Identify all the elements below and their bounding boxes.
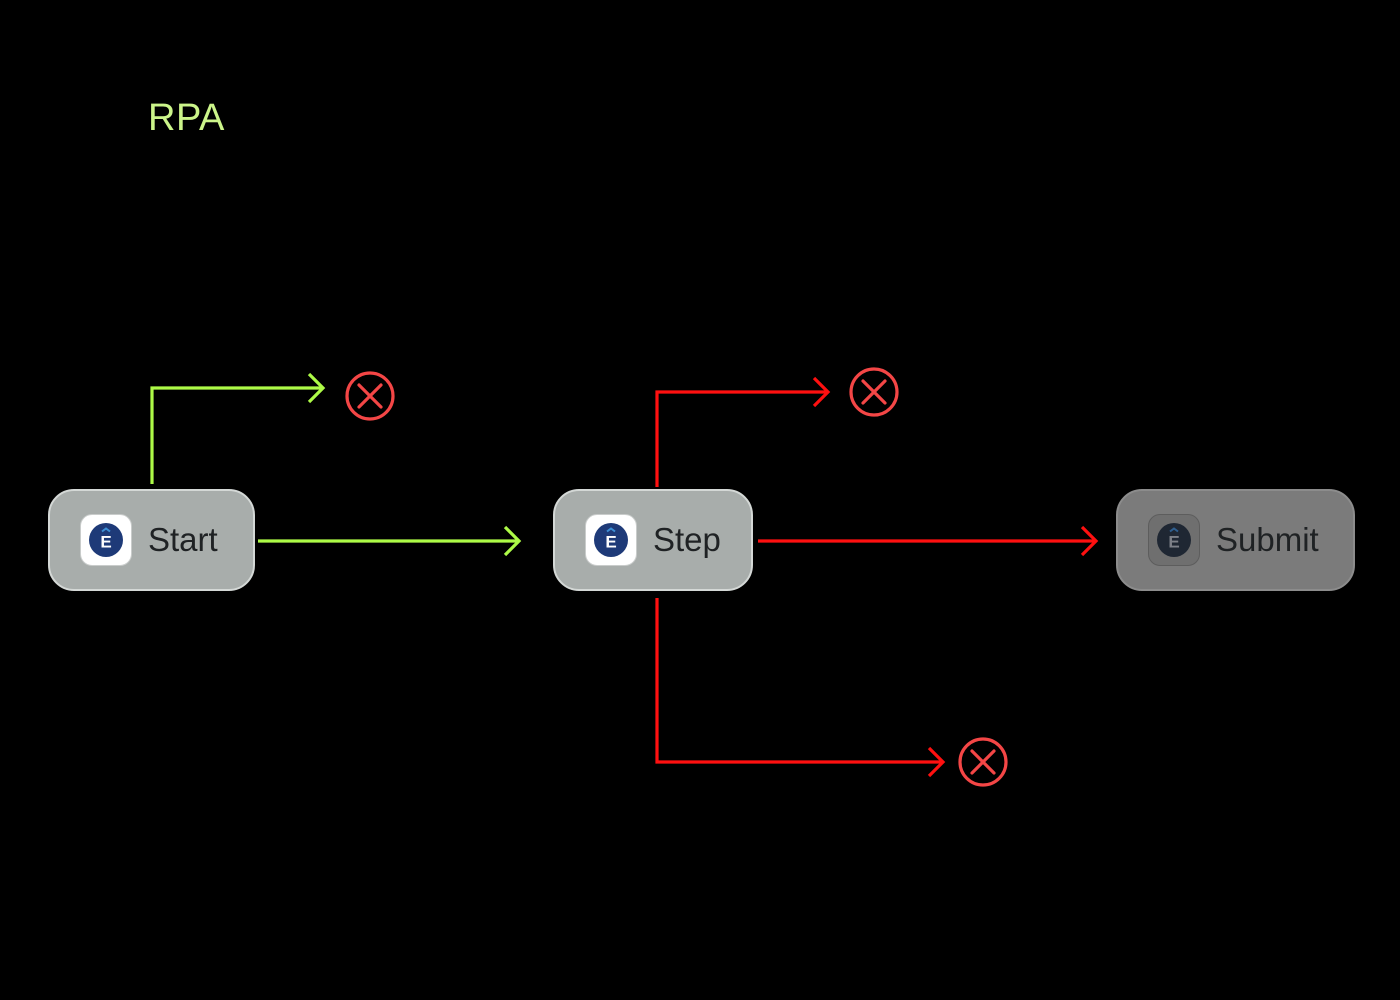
- edge-start-to-error-1: [150, 372, 326, 484]
- diagram-title: RPA: [148, 97, 225, 139]
- node-submit-label: Submit: [1216, 521, 1319, 558]
- logo-letter: E: [1168, 533, 1179, 552]
- node-start-label: Start: [148, 521, 218, 558]
- error-x-icon: [345, 371, 395, 421]
- logo-letter: E: [100, 533, 111, 552]
- error-x-icon: [849, 367, 899, 417]
- edge-step-to-error-2: [655, 376, 831, 487]
- node-start[interactable]: E Start: [48, 489, 255, 591]
- logo-letter: E: [605, 533, 616, 552]
- node-step-label: Step: [653, 521, 721, 558]
- node-step[interactable]: E Step: [553, 489, 753, 591]
- edge-start-to-step: [258, 525, 522, 557]
- edge-step-to-submit: [758, 525, 1099, 557]
- e-logo-icon: E: [1148, 514, 1200, 566]
- node-submit[interactable]: E Submit: [1116, 489, 1355, 591]
- edge-step-to-error-3: [655, 598, 946, 778]
- error-x-icon: [958, 737, 1008, 787]
- e-logo-icon: E: [585, 514, 637, 566]
- e-logo-icon: E: [80, 514, 132, 566]
